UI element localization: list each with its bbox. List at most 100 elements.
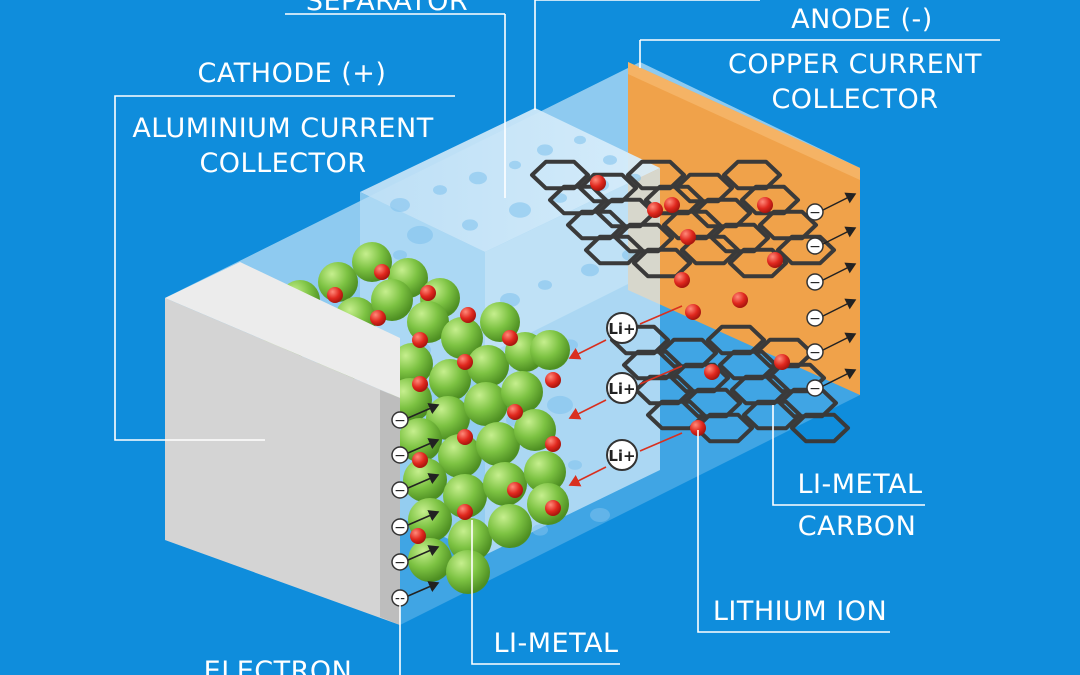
electron-symbol: −: [809, 275, 821, 291]
electron: [806, 379, 824, 397]
separator-pore: [390, 198, 410, 212]
lithium-ion: [507, 482, 523, 498]
separator-pore: [433, 185, 447, 195]
separator-pore: [509, 160, 521, 170]
cathode-sphere: [446, 550, 490, 594]
lithium-ion: [420, 285, 436, 301]
separator-pore: [537, 144, 553, 156]
cathode-sphere: [483, 462, 527, 506]
label-anode: ANODE (-): [791, 4, 933, 35]
electron-symbol: −: [394, 448, 406, 464]
ion-arrow-trail: [639, 365, 683, 385]
electron: [806, 309, 824, 327]
label-copper-line1: COPPER CURRENT: [728, 49, 982, 80]
leader-lines: [114, 0, 1000, 675]
ion-arrow: [568, 399, 607, 420]
separator-pore: [509, 202, 531, 218]
electron-symbol: −: [809, 311, 821, 327]
ion-arrow-trail: [639, 432, 683, 452]
cathode-sphere: [391, 343, 433, 385]
lithium-ion: [327, 287, 343, 303]
lithium-ion: [412, 452, 428, 468]
lithium-ion: [457, 429, 473, 445]
separator-pore: [393, 250, 407, 260]
cathode-sphere: [467, 345, 509, 387]
labels: SEPARATOR ANODE (-) COPPER CURRENT COLLE…: [132, 0, 982, 675]
electron-arrow: [407, 545, 440, 561]
li-plus-symbol: Li+: [608, 447, 635, 465]
cathode-sphere: [443, 474, 487, 518]
lithium-ion: [685, 304, 701, 320]
lithium-ion: [545, 372, 561, 388]
lithium-ion: [590, 175, 606, 191]
lithium-ion: [757, 197, 773, 213]
separator-pore: [568, 460, 582, 470]
lithium-ion: [664, 197, 680, 213]
lithium-ion: [774, 354, 790, 370]
cathode-sphere: [438, 434, 482, 478]
electron-arrow: [822, 192, 857, 211]
electron-symbol: −: [394, 520, 406, 536]
cathode-sphere: [530, 330, 570, 370]
electron-arrow: [407, 581, 440, 597]
carbon-hexagon: [646, 399, 706, 431]
electron: [391, 411, 409, 429]
lithium-ion: [457, 354, 473, 370]
li-plus-ion: [606, 312, 638, 344]
electron: [391, 481, 409, 499]
label-separator: SEPARATOR: [306, 0, 468, 17]
electron: [391, 553, 409, 571]
lithium-ion: [732, 292, 748, 308]
electron: [391, 446, 409, 464]
cathode-sphere: [464, 382, 508, 426]
separator-pore: [538, 280, 552, 290]
cathode-sphere: [441, 317, 483, 359]
label-copper-line2: COLLECTOR: [771, 84, 938, 115]
cathode-sphere: [476, 422, 520, 466]
label-aluminium-line1: ALUMINIUM CURRENT: [132, 113, 433, 144]
electron-symbol: −: [394, 413, 406, 429]
lithium-ion: [704, 364, 720, 380]
electron: [806, 343, 824, 361]
lithium-ion: [460, 307, 476, 323]
electron-arrow: [822, 226, 857, 245]
lithium-ion: [374, 264, 390, 280]
lithium-ion: [767, 252, 783, 268]
carbon-hexagon: [680, 234, 740, 266]
label-aluminium-line2: COLLECTOR: [199, 148, 366, 179]
cathode-sphere: [408, 538, 452, 582]
cathode-sphere: [501, 371, 543, 413]
cathode-sphere: [429, 359, 471, 401]
li-plus-ions: Li+ Li+ Li+: [568, 305, 683, 487]
electron: [806, 273, 824, 291]
lithium-ion: [457, 504, 473, 520]
separator-pore: [407, 225, 433, 245]
cathode-sphere: [524, 451, 566, 493]
ion-arrow-trail: [639, 305, 683, 325]
electron-arrow: [407, 438, 440, 454]
carbon-hexagon: [742, 399, 802, 431]
electron: [806, 203, 824, 221]
separator-pore: [590, 508, 610, 522]
li-plus-symbol: Li+: [608, 380, 635, 398]
lithium-ion: [545, 500, 561, 516]
lithium-ion: [412, 376, 428, 392]
lithium-ion: [502, 330, 518, 346]
carbon-hexagon: [584, 234, 644, 266]
li-plus-symbol: Li+: [608, 320, 635, 338]
label-lithium-ion: LITHIUM ION: [713, 596, 887, 627]
electron-arrow: [822, 368, 857, 387]
label-li-metal-bottom: LI-METAL: [493, 628, 618, 659]
electron: [391, 518, 409, 536]
cathode-sphere: [448, 518, 492, 562]
cathode-sphere: [371, 279, 413, 321]
lithium-ion: [410, 528, 426, 544]
carbon-hexagon: [790, 412, 850, 444]
electron-arrow: [407, 403, 440, 419]
separator-pore: [532, 524, 548, 536]
ion-arrow: [568, 466, 607, 487]
lithium-ion: [674, 272, 690, 288]
cathode-sphere: [488, 504, 532, 548]
